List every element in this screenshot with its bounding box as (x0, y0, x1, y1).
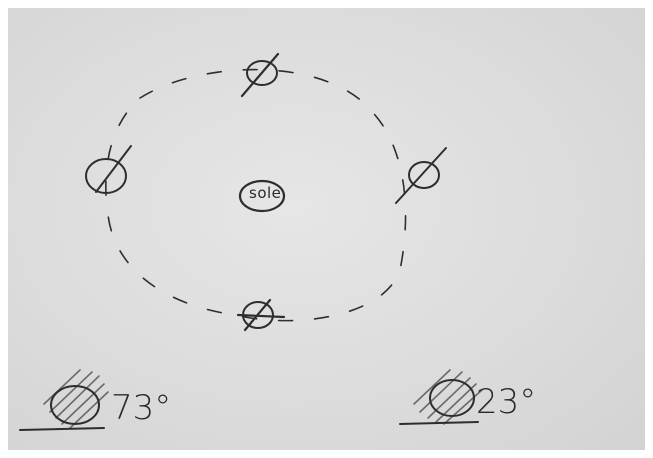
tilt-example-left (20, 370, 108, 430)
sun-label: sole (249, 184, 281, 202)
tilt-example-right (400, 370, 482, 424)
planet-bottom (238, 300, 284, 330)
tilt-angle-right: 23° (476, 382, 536, 422)
planet-right (396, 148, 446, 203)
planet-top (242, 54, 278, 96)
tilt-angle-left: 73° (111, 388, 171, 428)
